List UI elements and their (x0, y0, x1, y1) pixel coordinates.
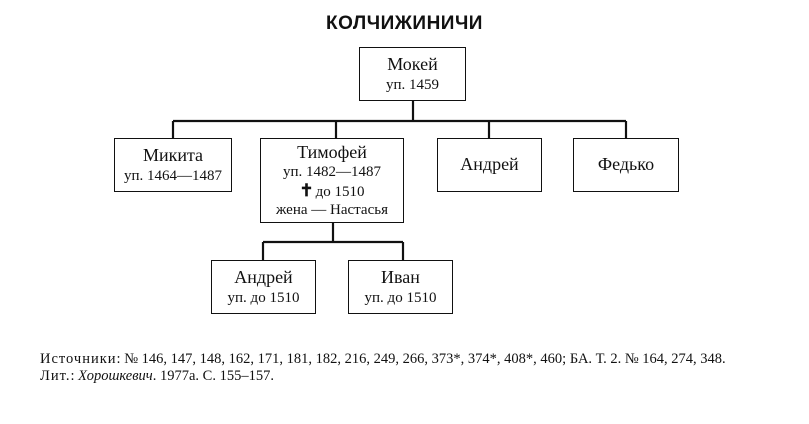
person-dates: уп. 1464—1487 (123, 167, 223, 184)
person-box-mokey: Мокей уп. 1459 (359, 47, 466, 101)
person-name: Иван (381, 267, 420, 288)
person-dates: уп. до 1510 (227, 289, 300, 306)
person-name: Федько (597, 154, 655, 175)
literature-author: Хорошкевич (78, 368, 153, 385)
literature-text: . 1977а. С. 155–157. (152, 368, 274, 385)
sources-paragraph: Источники: № 146, 147, 148, 162, 171, 18… (40, 351, 780, 368)
diagram-title: КОЛЧИЖИНИЧИ (326, 13, 483, 34)
person-box-fedko: Федько (573, 138, 679, 192)
literature-label: Лит. (40, 368, 71, 385)
sources-label: Источники (40, 351, 117, 367)
death-cross-icon: ✝ (299, 181, 314, 201)
person-name: Андрей (234, 267, 293, 288)
person-box-mikita: Микита уп. 1464—1487 (114, 138, 232, 192)
person-death: ✝до 1510 (299, 181, 364, 201)
person-spouse: жена — Настасья (276, 202, 388, 219)
person-name: Мокей (387, 54, 438, 75)
person-box-ivan: Иван уп. до 1510 (348, 260, 453, 314)
sources-note: Источники: № 146, 147, 148, 162, 171, 18… (40, 351, 780, 386)
person-name: Андрей (460, 154, 519, 175)
person-name: Тимофей (297, 141, 367, 162)
person-dates: уп. до 1510 (364, 289, 437, 306)
literature-paragraph: Лит.: Хорошкевич. 1977а. С. 155–157. (40, 368, 274, 385)
sources-text: : № 146, 147, 148, 162, 171, 181, 182, 2… (116, 351, 726, 367)
person-box-timofey: Тимофей уп. 1482—1487 ✝до 1510 жена — На… (260, 138, 404, 223)
person-name: Микита (142, 145, 204, 166)
person-dates: уп. 1482—1487 (282, 164, 382, 181)
person-box-andrey2: Андрей уп. до 1510 (211, 260, 316, 314)
person-box-andrey: Андрей (437, 138, 542, 192)
person-dates: уп. 1459 (385, 76, 440, 93)
death-date: до 1510 (315, 184, 365, 201)
